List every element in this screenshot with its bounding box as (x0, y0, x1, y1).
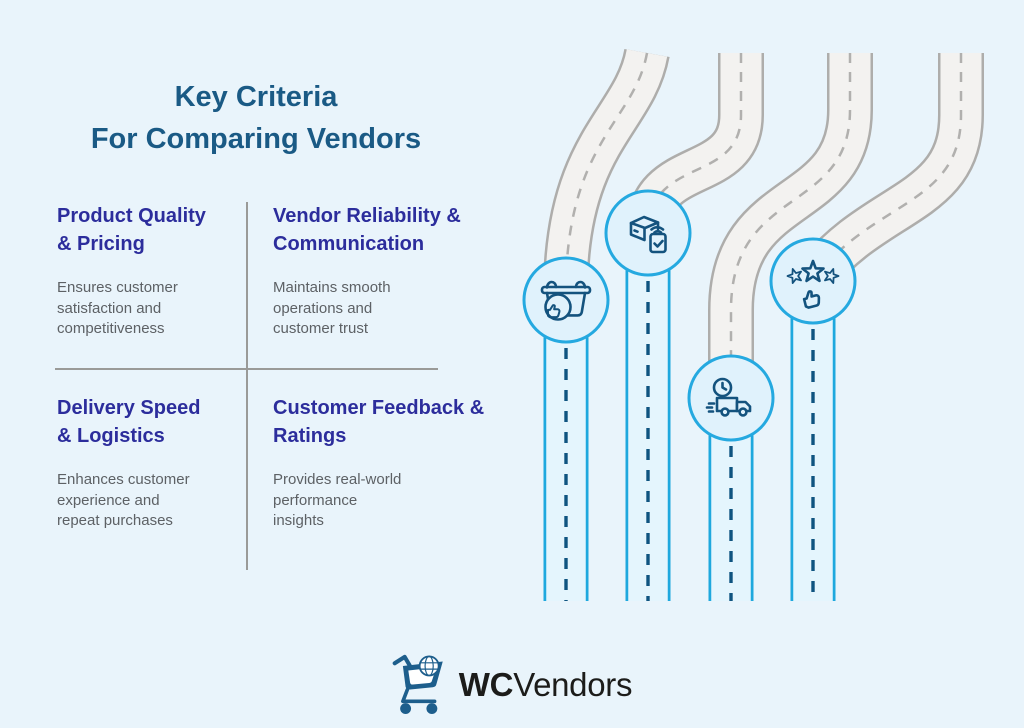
page-title: Key Criteria For Comparing Vendors (90, 81, 422, 155)
shopping-cart-icon (392, 654, 443, 714)
criterion-description: Enhances customer experience and repeat … (57, 471, 190, 529)
badge-customer-feedback (769, 237, 857, 325)
criterion-heading: Vendor Reliability & Communication (273, 205, 461, 255)
criterion-description: Maintains smooth operations and customer… (273, 279, 391, 337)
delivery-truck-clock-icon (705, 377, 752, 417)
criterion-heading: Customer Feedback & Ratings (273, 397, 485, 447)
logo-vendors: Vendors (513, 666, 633, 703)
criterion-delivery-speed: Delivery Speed & Logistics Enhances cust… (57, 394, 282, 532)
vertical-divider (246, 202, 248, 570)
package-device-check-icon (629, 215, 667, 254)
logo-wordmark: WCVendors (458, 666, 633, 704)
basket-thumbs-up-icon (540, 280, 592, 321)
horizontal-divider (55, 368, 438, 370)
badge-product-quality (522, 256, 610, 344)
criterion-heading: Product Quality & Pricing (57, 205, 206, 255)
criterion-product-quality: Product Quality & Pricing Ensures custom… (57, 202, 282, 340)
badge-delivery-speed (687, 354, 775, 442)
logo-wc: WC (458, 666, 514, 703)
gray-road-3 (708, 53, 873, 398)
wcvendors-logo: WCVendors (0, 650, 1024, 720)
criterion-heading: Delivery Speed & Logistics (57, 397, 201, 447)
criterion-description: Ensures customer satisfaction and compet… (57, 279, 178, 337)
criterion-vendor-reliability: Vendor Reliability & Communication Maint… (273, 202, 498, 340)
badge-vendor-reliability (604, 189, 692, 277)
criterion-description: Provides real-world performance insights (273, 471, 402, 529)
criterion-customer-feedback: Customer Feedback & Ratings Provides rea… (273, 394, 498, 532)
gray-road-1 (543, 47, 670, 300)
